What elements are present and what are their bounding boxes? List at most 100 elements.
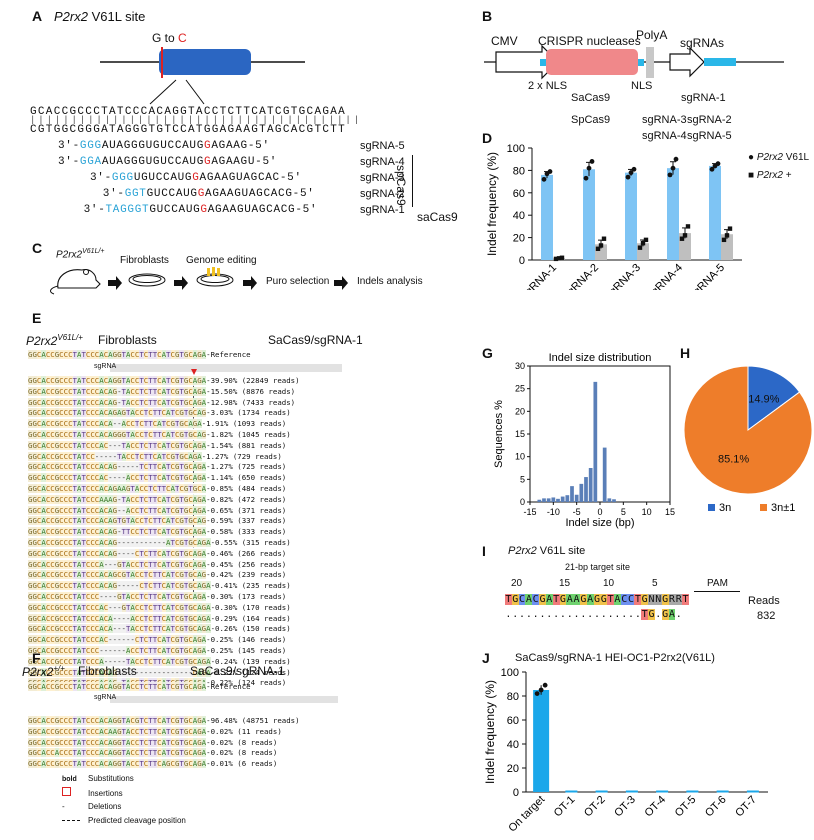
base: C — [85, 548, 91, 558]
base: A — [197, 419, 202, 429]
base: G — [183, 726, 189, 736]
base: T — [139, 350, 144, 359]
base: T — [72, 645, 77, 655]
base: A — [99, 397, 104, 407]
base: A — [99, 462, 104, 472]
base: - — [183, 667, 189, 677]
base: G — [183, 494, 189, 504]
base: G — [32, 682, 37, 691]
base: C — [143, 635, 149, 645]
alignment-row: GGCACCGCCCTATCCCACAGAGTACCTCTTCATCGTGCAG… — [28, 408, 300, 419]
base: C — [59, 419, 64, 429]
base: A — [201, 462, 207, 472]
mouse-tail-icon — [50, 285, 59, 295]
base: A — [41, 613, 46, 623]
y-tick-label: 25 — [515, 384, 525, 394]
base: G — [188, 656, 193, 666]
base: A — [161, 397, 167, 407]
read-match: . — [566, 609, 573, 620]
alignment-row: GGCACCGCCCTATCCCACA----ACCTCTTCATCGTGCAG… — [28, 613, 300, 625]
base: A — [76, 429, 82, 439]
base: - — [125, 667, 131, 677]
base: A — [41, 397, 46, 407]
base: G — [117, 759, 122, 769]
base: T — [179, 645, 184, 655]
base: T — [81, 386, 86, 396]
base: G — [197, 682, 202, 691]
base: C — [50, 656, 55, 666]
x-tick-label: 15 — [665, 507, 675, 517]
base: C — [63, 748, 69, 758]
base: C — [103, 350, 109, 359]
base: C — [183, 451, 189, 461]
base: C — [157, 350, 162, 359]
base: T — [121, 494, 126, 504]
base: T — [72, 667, 77, 677]
base: C — [94, 591, 100, 601]
base: C — [90, 440, 95, 450]
base: - — [103, 559, 109, 569]
read-match: . — [505, 609, 512, 620]
base: T — [81, 737, 86, 747]
base: C — [63, 726, 69, 736]
base: C — [188, 494, 193, 504]
alignment-seq: GGCACCGCCCTATCCCACAGTGTACCTCTTCATCGTGCAG — [28, 516, 207, 526]
base: T — [179, 527, 184, 537]
base: T — [148, 397, 153, 407]
base: G — [32, 451, 37, 461]
panel-f-genotype: P2rx2+/+ — [22, 664, 65, 679]
base: C — [63, 397, 69, 407]
base: T — [72, 537, 77, 547]
base: A — [161, 376, 167, 385]
base: C — [134, 682, 140, 691]
base: C — [192, 667, 198, 677]
panel-e-label: E — [32, 310, 42, 326]
base: T — [152, 516, 158, 526]
base: C — [157, 548, 162, 558]
base: C — [36, 591, 42, 601]
base: A — [76, 591, 82, 601]
legend-deletions: -Deletions — [62, 802, 122, 811]
base: T — [157, 570, 162, 580]
base: C — [85, 559, 91, 569]
base: C — [103, 408, 109, 418]
base: C — [143, 386, 149, 396]
base: C — [63, 516, 69, 526]
base: G — [197, 635, 202, 645]
base: T — [174, 483, 180, 493]
data-point — [583, 175, 589, 181]
data-point — [631, 166, 637, 172]
base: C — [188, 505, 193, 515]
base: C — [148, 602, 153, 612]
target-base: A — [614, 594, 621, 605]
base: A — [125, 559, 131, 569]
base: - — [117, 397, 122, 407]
base: G — [54, 602, 60, 612]
base: C — [50, 473, 55, 483]
data-point — [724, 233, 730, 238]
bar-sgRNA-3-0 — [625, 172, 637, 260]
nls2-label: 2 x NLS — [528, 80, 568, 92]
read-match: . — [593, 609, 600, 620]
target-base: T — [552, 594, 560, 605]
base: C — [188, 759, 193, 769]
base: C — [63, 716, 69, 725]
base: C — [143, 682, 149, 691]
base: C — [63, 570, 69, 580]
base: G — [121, 602, 126, 612]
base: T — [179, 505, 184, 515]
base: C — [157, 716, 162, 725]
base: - — [112, 645, 118, 655]
y-tick-label: 80 — [507, 691, 519, 703]
read-match: . — [607, 609, 614, 620]
base: C — [63, 602, 69, 612]
base: G — [179, 624, 184, 634]
base: C — [63, 737, 69, 747]
base: G — [183, 527, 189, 537]
base: - — [112, 473, 118, 483]
base: C — [139, 483, 144, 493]
base: C — [59, 505, 64, 515]
base: - — [117, 440, 122, 450]
base: C — [192, 613, 198, 623]
base: G — [117, 716, 122, 725]
